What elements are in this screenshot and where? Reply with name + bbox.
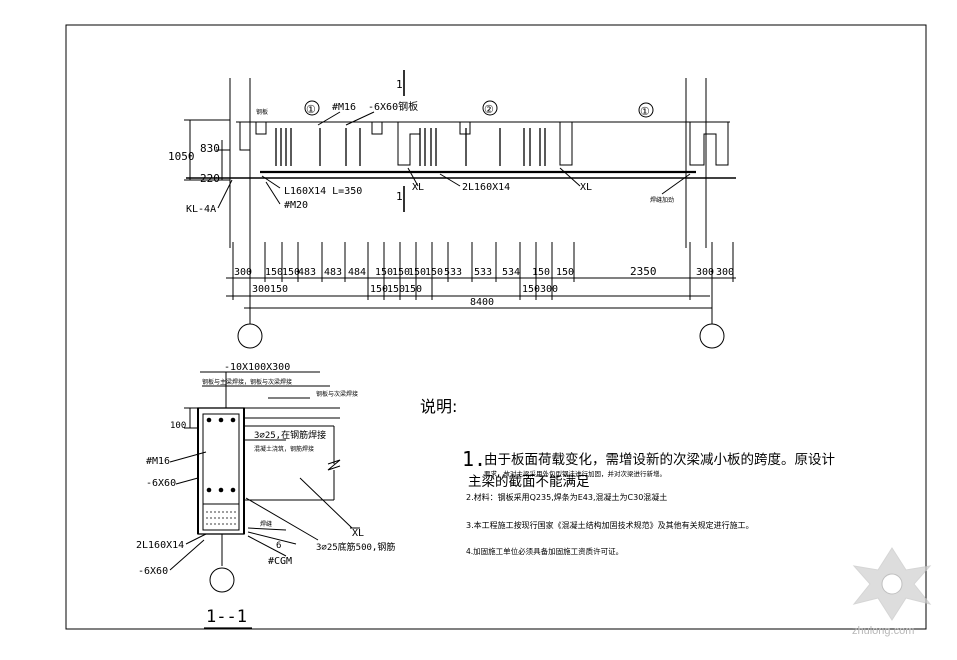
circled-label-3: ①	[640, 105, 650, 118]
sec-angle: 2L160X14	[136, 540, 184, 551]
dim-r1-9: 150	[425, 267, 443, 278]
dim-r2-left-0: 300	[252, 284, 270, 295]
sec-bars-bottom: 3⌀25底筋500,钢筋	[316, 541, 395, 553]
cut-label-bottom: 1	[396, 190, 403, 203]
notes-item1-line2: 主梁的截面不能满足	[468, 474, 590, 490]
dim-r1-7: 150	[392, 267, 410, 278]
callout-xl-left: XL	[412, 182, 424, 193]
notes-heading: 说明:	[420, 397, 457, 416]
watermark-text: zhulong.com	[852, 625, 914, 637]
grout-hatch	[206, 511, 236, 525]
dimension-ticks	[232, 242, 734, 300]
dim-r1-3: 483	[298, 267, 316, 278]
sec-xl: XL	[352, 528, 364, 539]
dim-r2-mid-1: 150	[387, 284, 405, 295]
stiffener-group-left	[275, 128, 361, 166]
notes-item4: 4.加固施工单位必须具备加固施工资质许可证。	[466, 546, 623, 556]
cut-label-top: 1	[396, 78, 403, 91]
notes-block: 说明: 1. 由于板面荷载变化，需增设新的次梁减小板的跨度。原设计 主梁的截面不…	[420, 397, 835, 556]
sec-weld-note: 焊缝	[260, 520, 272, 528]
notes-item2: 2.材料：钢板采用Q235,焊条为E43,混凝土为C30混凝土	[466, 492, 667, 502]
dim-r1-4: 483	[324, 267, 342, 278]
notes-item3: 3.本工程施工按现行国家《混凝土结构加固技术规范》及其他有关规定进行施工。	[466, 520, 754, 530]
circled-label-1: ①	[306, 103, 316, 116]
dim-r1-0: 300	[234, 267, 252, 278]
sec-weld-size: 6	[276, 541, 281, 551]
rebar-dots	[206, 417, 236, 493]
sec-plate-top: -10X100X300	[224, 362, 290, 373]
sec-title: 1--1	[206, 607, 247, 627]
dim-r1-11: 533	[474, 267, 492, 278]
dim-height-1050: 1050	[168, 150, 195, 163]
callout-plate: -6X60钢板	[368, 100, 418, 113]
sec-plate-side: -6X60	[146, 478, 176, 489]
callout-bolt-m20: #M20	[284, 200, 308, 211]
dim-r1-5: 484	[348, 267, 366, 278]
dim-r1-10: 533	[444, 267, 462, 278]
notes-item1-line1: 由于板面荷载变化，需增设新的次梁减小板的跨度。原设计	[484, 452, 835, 468]
dim-height-220: 220	[200, 172, 220, 185]
notes-item1-number: 1.	[462, 447, 486, 471]
dim-r1-13: 150	[532, 267, 550, 278]
sec-note-a: 钢板与主梁焊接，钢板与次梁焊接	[202, 378, 292, 386]
dim-r1-1: 150	[265, 267, 283, 278]
dim-r2-right-1: 300	[540, 284, 558, 295]
sec-dim-100: 100	[170, 421, 186, 431]
dim-r2-mid-0: 150	[370, 284, 388, 295]
stiffener-group-mid	[419, 128, 546, 166]
dim-right-0: 300	[696, 267, 714, 278]
sec-bolt: #M16	[146, 456, 170, 467]
notes-item1-small: 要求，故对主梁采用外包型钢法进行加固，并对次梁进行新增。	[484, 469, 666, 478]
watermark-logo	[852, 547, 932, 621]
section-text: -10X100X300 钢板与主梁焊接，钢板与次梁焊接 钢板与次梁焊接 3⌀25…	[136, 362, 395, 627]
dim-right-1: 300	[716, 267, 734, 278]
dim-r2-left-1: 150	[270, 284, 288, 295]
sec-note-b: 钢板与次梁焊接	[316, 390, 358, 398]
dim-r1-14: 150	[556, 267, 574, 278]
note-left-small: 钢板	[256, 108, 268, 116]
callout-bolt-m16: #M16	[332, 102, 356, 113]
callout-kl-4a: KL-4A	[186, 204, 216, 215]
elevation-view	[184, 70, 736, 349]
elevation-text: 1 1 ① ② ① 钢板 #M16 -6X60钢板 1050 830 220 L…	[168, 78, 734, 308]
sec-bar-label: 3⌀25,在钢筋焊接	[254, 429, 326, 441]
dim-height-830: 830	[200, 142, 220, 155]
dim-r1-8: 150	[408, 267, 426, 278]
callout-double-angle: 2L160X14	[462, 182, 510, 193]
dim-r2-mid-2: 150	[404, 284, 422, 295]
sec-bar-label-2: 混凝土浇筑，钢筋焊接	[254, 445, 314, 453]
note-right-small: 焊缝加劲	[650, 196, 674, 204]
circled-label-2: ②	[484, 103, 494, 116]
dim-2350: 2350	[630, 265, 657, 278]
drawing-frame	[65, 24, 927, 630]
dim-r1-2: 150	[282, 267, 300, 278]
dim-r1-6: 150	[375, 267, 393, 278]
dim-r1-12: 534	[502, 267, 520, 278]
callout-xl-right: XL	[580, 182, 592, 193]
callout-angle: L160X14 L=350	[284, 186, 362, 197]
sec-plate-bottom: -6X60	[138, 566, 168, 577]
dim-r2-right-0: 150	[522, 284, 540, 295]
dim-overall: 8400	[470, 297, 494, 308]
section-view	[169, 371, 360, 629]
sec-grout: #CGM	[268, 556, 292, 567]
